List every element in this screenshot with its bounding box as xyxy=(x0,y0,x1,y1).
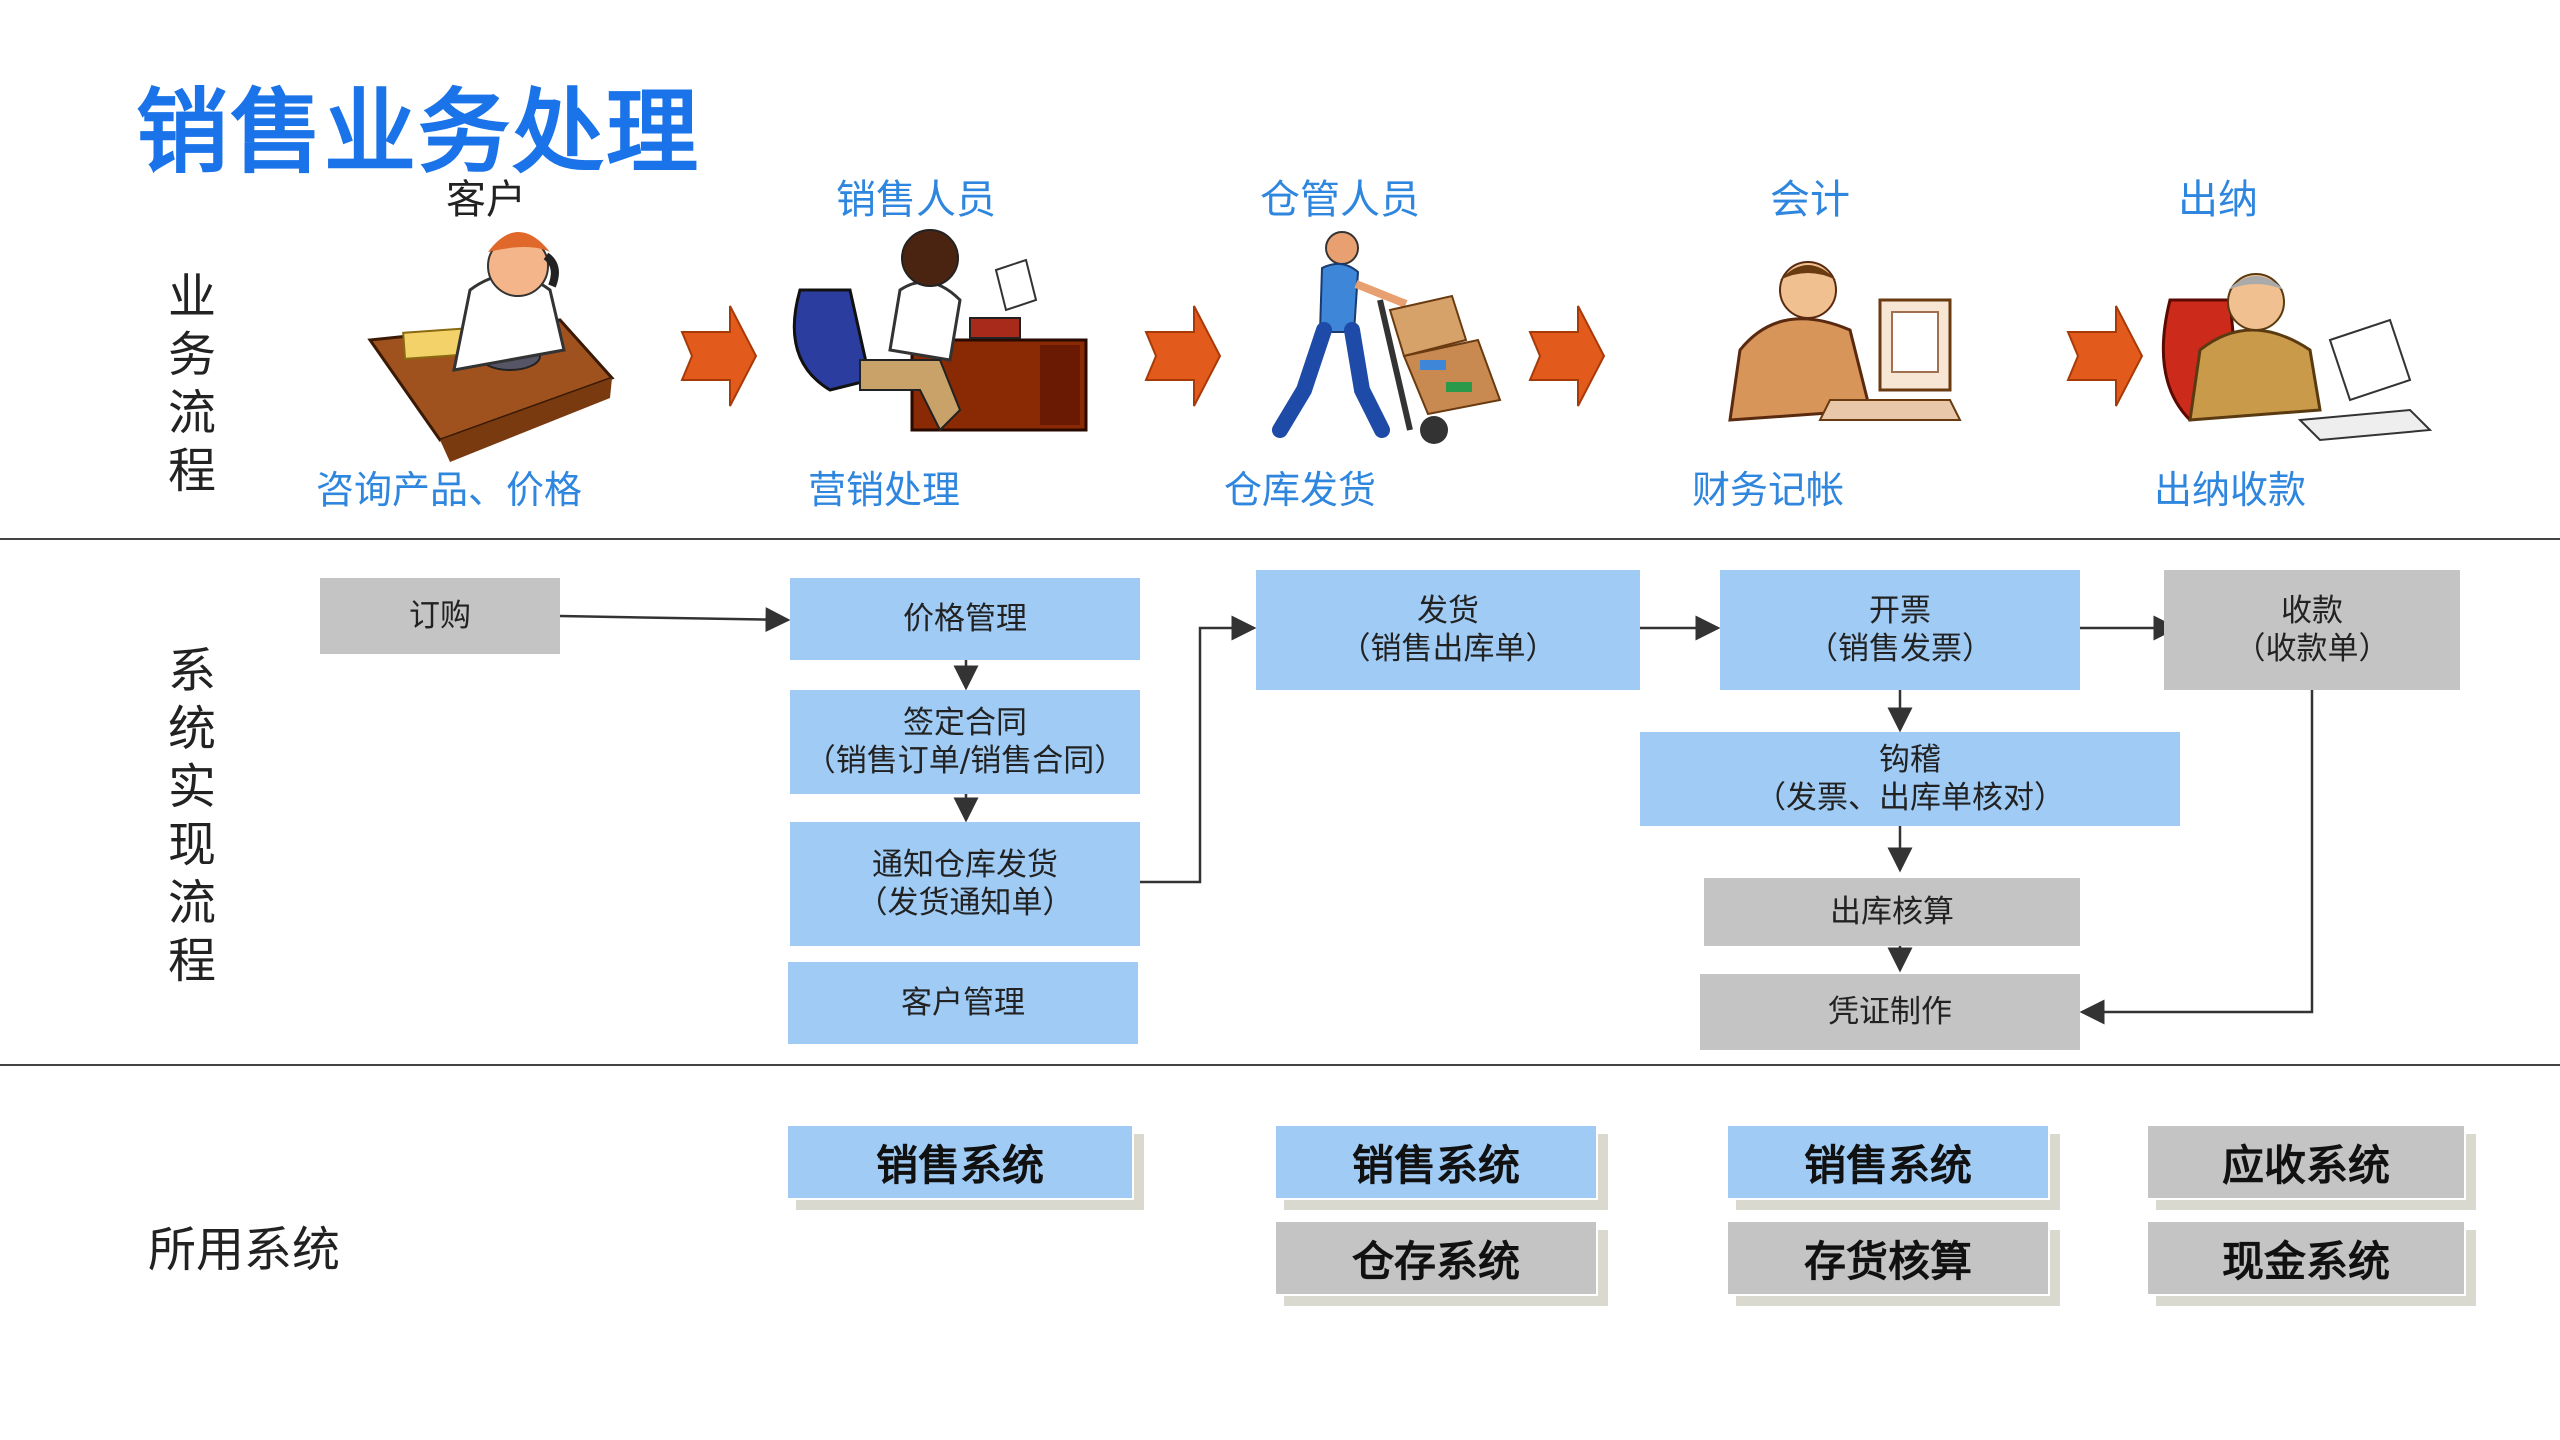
customer-phone-figure xyxy=(367,232,615,462)
task-salesperson: 营销处理 xyxy=(808,468,961,512)
orange-flow-arrows xyxy=(680,305,2144,407)
orange-arrow-icon xyxy=(680,305,758,407)
task-customer: 咨询产品、价格 xyxy=(316,468,583,512)
flow-box-reconcile: 钩稽 （发票、出库单核对） xyxy=(1640,732,2180,826)
system-box-sales-1: 销售系统 xyxy=(786,1124,1134,1200)
accountant-computer-figure xyxy=(1728,261,1962,422)
role-salesperson: 销售人员 xyxy=(836,177,996,223)
flow-box-order: 订购 xyxy=(320,578,560,654)
role-warehouse: 仓管人员 xyxy=(1260,177,1420,223)
task-warehouse: 仓库发货 xyxy=(1224,468,1377,512)
orange-arrow-icon xyxy=(1528,305,1606,407)
system-box-inventory: 仓存系统 xyxy=(1274,1220,1598,1296)
system-box-sales-3: 销售系统 xyxy=(1726,1124,2050,1200)
system-box-receivables: 应收系统 xyxy=(2146,1124,2466,1200)
section-label-system: 系统实现流程 xyxy=(167,643,216,989)
warehouse-worker-cart-figure xyxy=(1272,231,1502,444)
flow-box-outbound-costing: 出库核算 xyxy=(1704,878,2080,946)
role-customer: 客户 xyxy=(446,177,526,223)
salesperson-phone-figure xyxy=(792,229,1088,432)
business-illustrations xyxy=(367,229,2433,462)
task-cashier: 出纳收款 xyxy=(2154,468,2307,512)
flow-box-notify-warehouse: 通知仓库发货 （发货通知单） xyxy=(790,822,1140,946)
page-title: 销售业务处理 xyxy=(136,79,701,186)
section-label-used-systems: 所用系统 xyxy=(148,1222,341,1278)
system-box-stock-costing: 存货核算 xyxy=(1726,1220,2050,1296)
section-divider-top xyxy=(0,538,2560,540)
section-label-business: 业务流程 xyxy=(167,269,216,499)
flow-box-customer-management: 客户管理 xyxy=(788,962,1138,1044)
system-box-cash: 现金系统 xyxy=(2146,1220,2466,1296)
flow-box-price-management: 价格管理 xyxy=(790,578,1140,660)
system-box-sales-2: 销售系统 xyxy=(1274,1124,1598,1200)
flow-box-sign-contract: 签定合同 （销售订单/销售合同） xyxy=(790,690,1140,794)
orange-arrow-icon xyxy=(2066,305,2144,407)
task-accountant: 财务记帐 xyxy=(1692,468,1845,512)
flow-box-voucher: 凭证制作 xyxy=(1700,974,2080,1050)
flow-box-ship: 发货 （销售出库单） xyxy=(1256,570,1640,690)
orange-arrow-icon xyxy=(1144,305,1222,407)
role-accountant: 会计 xyxy=(1770,177,1850,223)
role-cashier: 出纳 xyxy=(2178,177,2258,223)
section-divider-bottom xyxy=(0,1064,2560,1066)
cashier-papers-figure xyxy=(2161,273,2433,442)
flow-box-invoice: 开票 （销售发票） xyxy=(1720,570,2080,690)
flow-box-receive-payment: 收款 （收款单） xyxy=(2164,570,2460,690)
